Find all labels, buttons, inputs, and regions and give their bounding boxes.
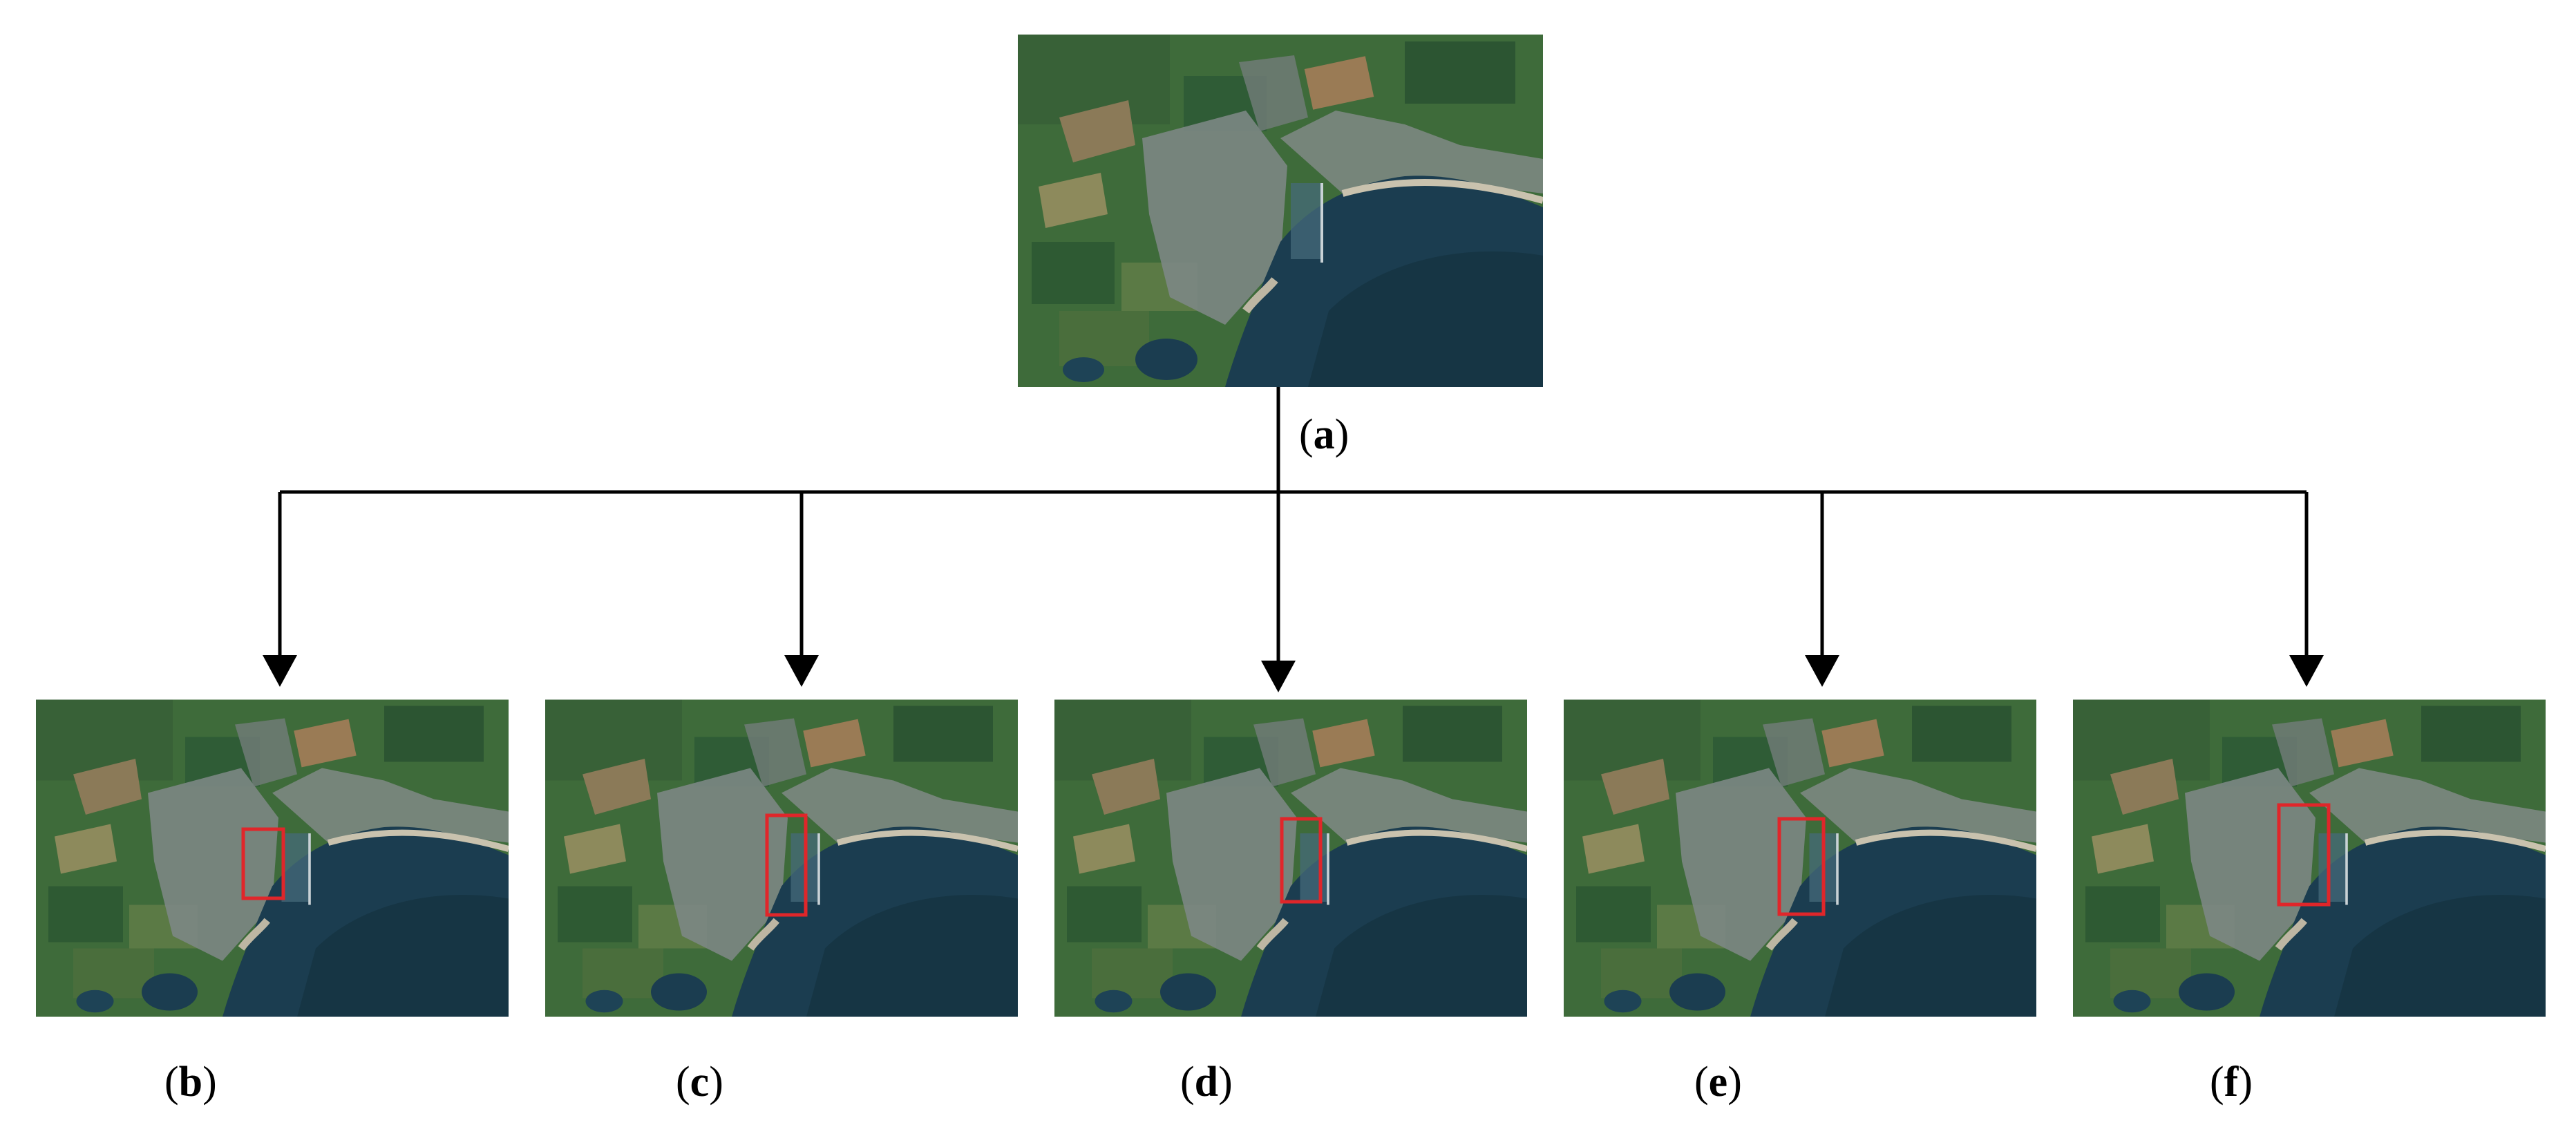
arrow-head-e	[1805, 655, 1839, 687]
connector-lines	[278, 387, 2309, 663]
arrow-head-f	[2289, 655, 2324, 687]
panel-label-b: (b)	[164, 1059, 217, 1106]
detection-box-b	[241, 827, 285, 900]
panel-a-image	[1018, 35, 1543, 387]
panel-label-a: (a)	[1299, 411, 1349, 458]
panel-d-image	[1054, 700, 1527, 1017]
arrow-head-c	[784, 655, 819, 687]
panel-label-e: (e)	[1694, 1059, 1742, 1106]
detection-box-d	[1280, 817, 1323, 904]
arrow-head-d	[1261, 661, 1296, 692]
panel-f-image	[2073, 700, 2546, 1017]
panel-e-image	[1564, 700, 2036, 1017]
panel-label-d: (d)	[1180, 1059, 1233, 1106]
detection-box-e	[1777, 817, 1826, 916]
panel-label-c: (c)	[676, 1059, 723, 1106]
panel-c-image	[545, 700, 1018, 1017]
detection-box-f	[2277, 803, 2331, 907]
arrow-head-b	[263, 655, 297, 687]
arrow-heads	[263, 655, 2324, 692]
panel-b-image	[36, 700, 509, 1017]
detection-box-c	[765, 813, 808, 917]
panel-label-f: (f)	[2210, 1059, 2253, 1106]
